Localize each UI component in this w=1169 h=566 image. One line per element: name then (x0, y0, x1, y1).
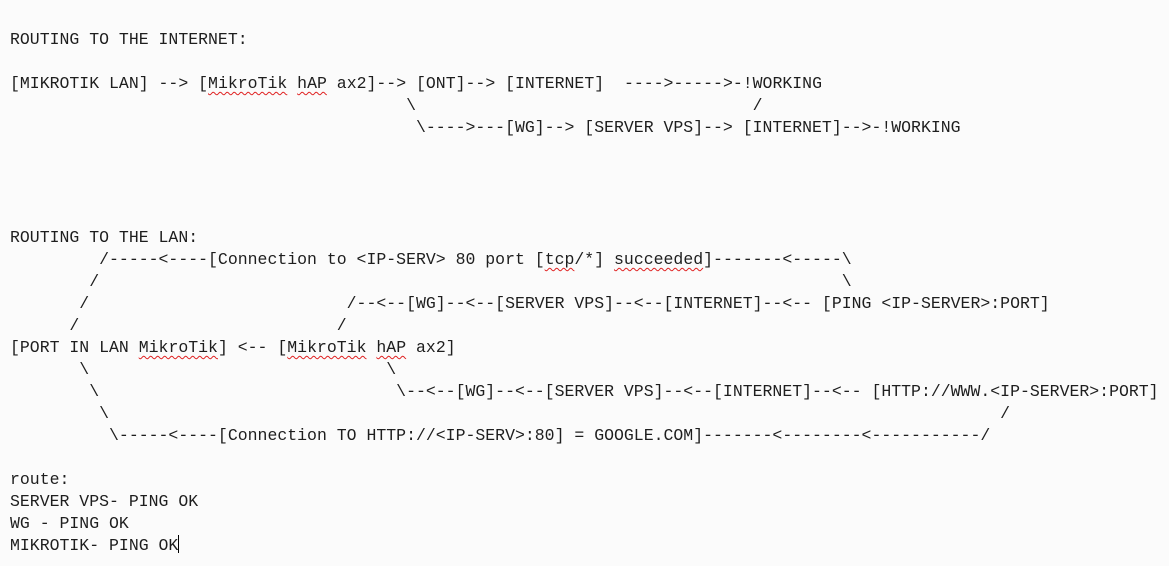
text-line: / / (10, 316, 347, 335)
text-line (10, 51, 1169, 73)
text-line (10, 183, 1169, 205)
text-line: /-----<----[Connection to <IP-SERV> 80 p… (10, 250, 852, 269)
text-line: [MIKROTIK LAN] --> [MikroTik hAP ax2]-->… (10, 74, 822, 93)
text-line: ROUTING TO THE INTERNET: (10, 30, 248, 49)
text-line: / \ (10, 272, 852, 291)
text-line: \ / (10, 404, 1011, 423)
text-line (10, 161, 1169, 183)
spelling-error[interactable]: hAP (376, 338, 407, 357)
text-line: MIKROTIK- PING OK (10, 535, 180, 555)
text-line (10, 205, 1169, 227)
text-line: \---->---[WG]--> [SERVER VPS]--> [INTERN… (10, 118, 961, 137)
spelling-error[interactable]: MikroTik (208, 74, 288, 93)
text-line: ROUTING TO THE LAN: (10, 228, 199, 247)
text-line (10, 139, 1169, 161)
spelling-error[interactable]: MikroTik (138, 338, 218, 357)
spelling-error[interactable]: tcp (544, 250, 575, 269)
text-line: \ / (10, 96, 763, 115)
spelling-error[interactable]: succeeded (614, 250, 704, 269)
text-line: WG - PING OK (10, 514, 129, 533)
spelling-error[interactable]: hAP (297, 74, 327, 93)
text-cursor (178, 535, 180, 553)
text-line: route: (10, 470, 70, 489)
text-line: \ \--<--[WG]--<--[SERVER VPS]--<--[INTER… (10, 382, 1159, 401)
text-line: \-----<----[Connection TO HTTP://<IP-SER… (10, 426, 991, 445)
text-line: \ \ (10, 360, 397, 379)
text-editor[interactable]: ROUTING TO THE INTERNET: [MIKROTIK LAN] -… (10, 29, 1169, 566)
text-line (10, 447, 1169, 469)
text-line: SERVER VPS- PING OK (10, 492, 199, 511)
spelling-error[interactable]: MikroTik (287, 338, 367, 357)
text-line: [PORT IN LAN MikroTik] <-- [MikroTik hAP… (10, 338, 456, 357)
text-line: / /--<--[WG]--<--[SERVER VPS]--<--[INTER… (10, 294, 1050, 313)
